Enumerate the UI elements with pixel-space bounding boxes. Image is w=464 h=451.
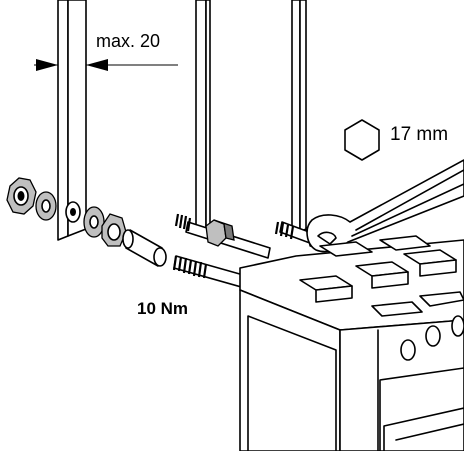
dimension-arrow-left — [36, 59, 58, 71]
lock-washer — [35, 191, 57, 221]
exploded-hardware — [6, 177, 167, 267]
thread-left — [174, 213, 192, 232]
thread-right — [274, 221, 295, 240]
flat-washer — [83, 206, 105, 238]
spring-washer — [101, 213, 127, 247]
open-end-wrench — [306, 159, 464, 253]
spacing-dimension: max. 20 — [34, 31, 178, 71]
mounting-holes — [400, 315, 464, 361]
spacer-sleeve — [122, 229, 167, 267]
busbar-2 — [195, 0, 211, 236]
busbar-3 — [291, 0, 307, 236]
torque-label: 10 Nm — [137, 299, 188, 318]
wrench-size-callout: 17 mm — [344, 119, 448, 161]
dimension-arrow-right — [86, 59, 108, 71]
terminal-pockets — [299, 235, 464, 317]
switchgear-block — [239, 235, 464, 451]
wrench-size-label: 17 mm — [390, 124, 448, 145]
flat-washer-small — [65, 201, 81, 223]
stud-bolt-middle — [174, 213, 271, 259]
hex-nut — [6, 177, 37, 215]
hexagon-nut-icon — [344, 119, 380, 161]
thread-lower — [172, 255, 208, 279]
max-spacing-label: max. 20 — [96, 31, 160, 51]
